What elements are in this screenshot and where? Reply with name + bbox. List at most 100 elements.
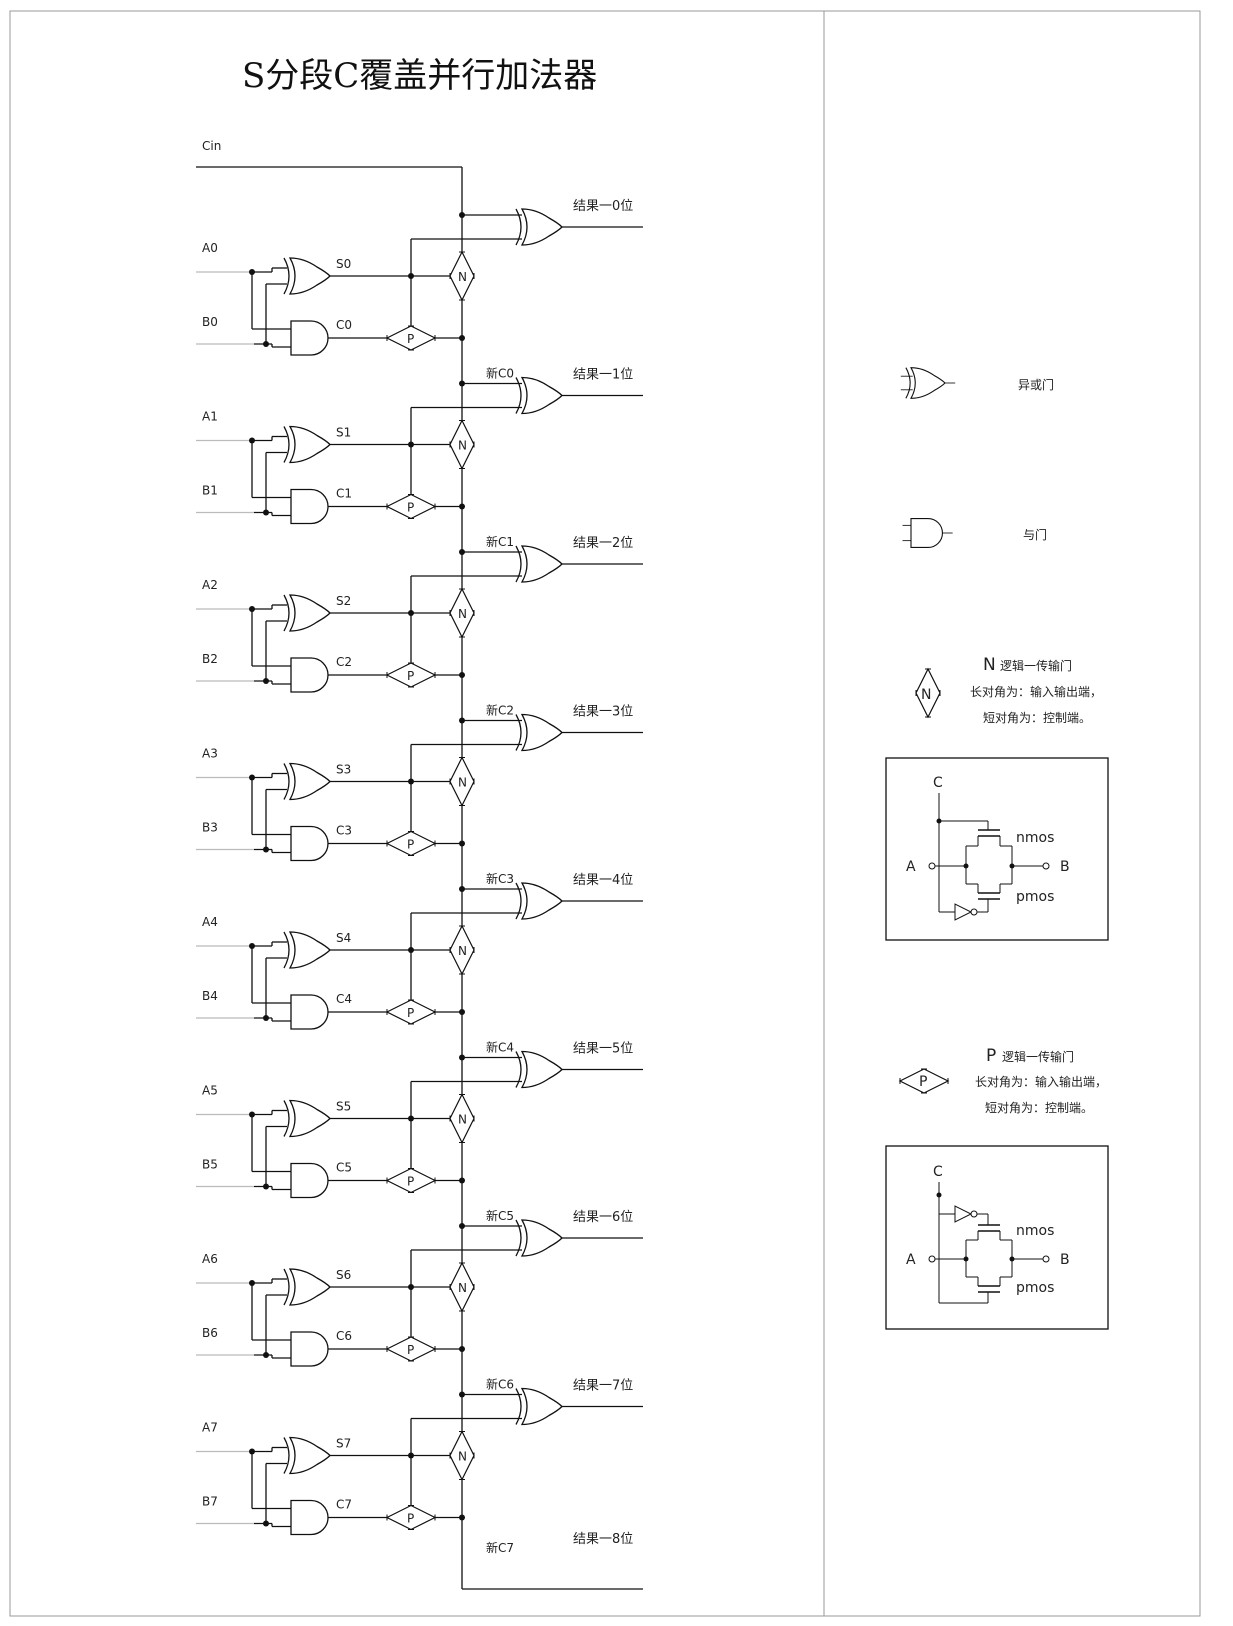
sum-label: S0 — [336, 257, 351, 271]
xor-gate — [283, 594, 331, 632]
p-gate-letter: P — [407, 332, 414, 346]
xor-gate — [283, 931, 331, 969]
and-gate — [290, 657, 329, 693]
new-carry-label: 新C3 — [486, 871, 514, 886]
and-gate — [290, 994, 329, 1030]
carry-label: C0 — [336, 318, 352, 332]
input-b-label: B0 — [202, 315, 218, 329]
carry-label: C1 — [336, 487, 352, 501]
input-a-label: A6 — [202, 1252, 218, 1266]
n-gate-letter: N — [458, 1450, 467, 1464]
sum-label: S4 — [336, 931, 351, 945]
n-circuit-c-label: C — [933, 775, 943, 791]
p-gate-letter: P — [407, 1343, 414, 1357]
final-result-label: 结果一8位 — [573, 1532, 633, 1547]
legend-and-label: 与门 — [1023, 527, 1047, 542]
and-gate — [290, 1499, 329, 1536]
result-xor-gate — [515, 208, 563, 246]
p-gate-letter: P — [407, 669, 414, 683]
result-xor-gate — [515, 713, 563, 752]
n-gate-circuit: C — [885, 757, 1109, 941]
legend: 异或门 与门 N N 逻辑一传输门 长对角为：输入输出端， 短对角为：控制端。 … — [885, 367, 1109, 1330]
input-b-label: B7 — [202, 1495, 218, 1509]
n-circuit-b-label: B — [1060, 859, 1070, 875]
xor-gate — [283, 1436, 331, 1475]
n-gate-letter: N — [458, 270, 467, 284]
n-circuit-pmos-label: pmos — [1016, 889, 1054, 905]
result-label: 结果一4位 — [573, 873, 633, 888]
carry-label: C5 — [336, 1161, 352, 1175]
carry-label: C3 — [336, 824, 352, 838]
input-a-label: A2 — [202, 578, 218, 592]
p-gate-letter: P — [407, 1006, 414, 1020]
legend-p-gate-symbol: P — [919, 1074, 927, 1090]
input-b-label: B5 — [202, 1158, 218, 1172]
input-b-label: B1 — [202, 484, 218, 498]
n-gate-letter: N — [458, 944, 467, 958]
result-label: 结果一1位 — [573, 368, 633, 383]
xor-gate — [283, 762, 331, 801]
carry-in-label: Cin — [202, 139, 221, 153]
sum-label: S7 — [336, 1437, 351, 1451]
p-circuit-pmos-label: pmos — [1016, 1280, 1054, 1296]
result-label: 结果一6位 — [573, 1210, 633, 1225]
p-circuit-b-label: B — [1060, 1252, 1070, 1268]
p-circuit-nmos-label: nmos — [1016, 1223, 1054, 1239]
xor-gate — [283, 257, 331, 295]
and-gate — [290, 1331, 329, 1367]
page-title: S分段C覆盖并行加法器 — [242, 56, 597, 96]
legend-p-gate-line2: 短对角为：控制端。 — [985, 1101, 1093, 1115]
xor-gate — [283, 425, 331, 464]
p-gate-letter: P — [407, 1175, 414, 1189]
sum-label: S1 — [336, 426, 351, 440]
p-gate-circuit: C — [885, 1145, 1109, 1330]
carry-label: C7 — [336, 1498, 352, 1512]
p-circuit-a-label: A — [906, 1252, 916, 1268]
n-gate-letter: N — [458, 776, 467, 790]
new-carry-label: 新C0 — [486, 366, 514, 381]
sum-label: S3 — [336, 763, 351, 777]
legend-p-gate-title: 逻辑一传输门 — [1002, 1049, 1074, 1064]
carry-label: C2 — [336, 655, 352, 669]
new-carry-label: 新C1 — [486, 534, 514, 549]
p-circuit-c-label: C — [933, 1164, 943, 1180]
p-gate-letter: P — [407, 838, 414, 852]
p-gate-letter: P — [407, 1512, 414, 1526]
result-xor-gate — [515, 882, 563, 920]
result-xor-gate — [515, 1387, 563, 1426]
new-carry-label: 新C6 — [486, 1377, 514, 1392]
xor-gate — [283, 1099, 331, 1138]
result-xor-gate — [515, 1050, 563, 1089]
input-a-label: A0 — [202, 241, 218, 255]
legend-and-icon — [902, 517, 953, 549]
final-carry-label: 新C7 — [486, 1540, 514, 1555]
sum-label: S5 — [336, 1100, 351, 1114]
legend-n-gate-line1: 长对角为：输入输出端， — [970, 684, 1102, 699]
legend-n-gate-line2: 短对角为：控制端。 — [983, 711, 1091, 725]
legend-n-gate-symbol-title: N — [983, 655, 996, 675]
carry-label: C4 — [336, 992, 352, 1006]
xor-gate — [283, 1268, 331, 1306]
and-gate — [290, 320, 329, 356]
input-b-label: B4 — [202, 989, 218, 1003]
new-carry-label: 新C2 — [486, 703, 514, 718]
result-label: 结果一2位 — [573, 536, 633, 551]
legend-n-gate-symbol: N — [921, 687, 931, 703]
and-gate — [290, 825, 329, 862]
carry-label: C6 — [336, 1329, 352, 1343]
new-carry-label: 新C4 — [486, 1040, 514, 1055]
n-gate-letter: N — [458, 1281, 467, 1295]
n-gate-letter: N — [458, 607, 467, 621]
p-gate-letter: P — [407, 501, 414, 515]
input-a-label: A3 — [202, 747, 218, 761]
legend-n-gate-title: 逻辑一传输门 — [1000, 658, 1072, 673]
n-circuit-a-label: A — [906, 859, 916, 875]
